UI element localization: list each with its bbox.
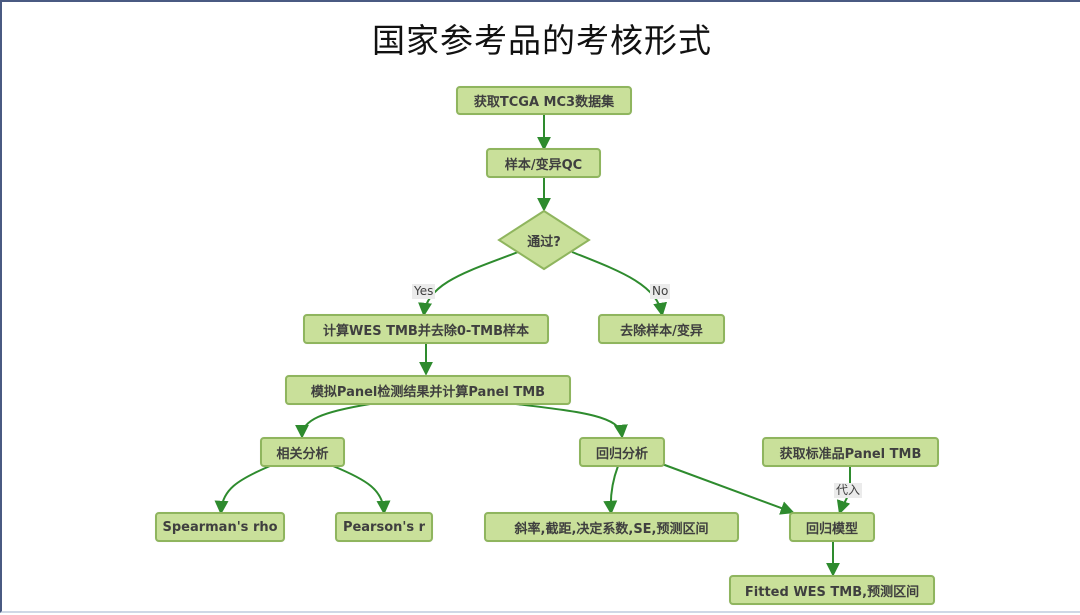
edge-simulate-regression	[515, 403, 628, 439]
node-regression-model: 回归模型	[789, 512, 875, 542]
slide-title: 国家参考品的考核形式	[372, 21, 712, 60]
edge-decision-yes	[418, 251, 519, 317]
node-sample-variant-qc: 样本/变异QC	[486, 148, 601, 178]
node-pearson-r: Pearson's r	[335, 512, 433, 542]
node-fitted-wes-tmb: Fitted WES TMB,预测区间	[729, 575, 935, 605]
decision-diamond-shape	[497, 209, 591, 271]
edge-correlation-pearson	[332, 465, 391, 515]
edge-decision-no	[571, 251, 668, 317]
node-regression-stats: 斜率,截距,决定系数,SE,预测区间	[484, 512, 739, 542]
edge-label-no: No	[650, 284, 671, 299]
node-simulate-panel: 模拟Panel检测结果并计算Panel TMB	[285, 375, 571, 405]
node-calc-wes-tmb: 计算WES TMB并去除0-TMB样本	[303, 314, 549, 344]
edge-simulate-correlation	[295, 403, 371, 439]
node-get-tcga-data: 获取TCGA MC3数据集	[456, 86, 632, 115]
node-pass-decision: 通过?	[527, 235, 561, 250]
node-correlation-analysis: 相关分析	[260, 437, 345, 467]
node-regression-analysis: 回归分析	[579, 437, 665, 467]
edge-regression-stats	[603, 465, 619, 515]
edge-regression-model	[661, 463, 795, 515]
node-remove-samples: 去除样本/变异	[598, 314, 725, 344]
node-spearman-rho: Spearman's rho	[155, 512, 285, 542]
node-get-standard-panel-tmb: 获取标准品Panel TMB	[762, 437, 939, 467]
edge-label-substitute: 代入	[834, 483, 863, 498]
edge-label-yes: Yes	[412, 284, 436, 299]
edge-correlation-spearman	[214, 465, 271, 515]
